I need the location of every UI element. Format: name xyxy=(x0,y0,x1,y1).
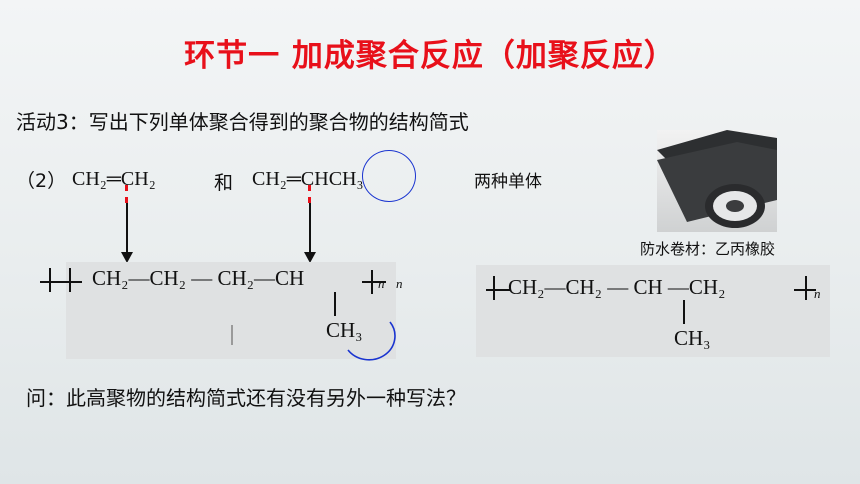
bracket-right xyxy=(794,276,816,300)
polymer-box-right xyxy=(476,265,830,357)
bracket-left xyxy=(40,268,82,292)
polymer-left-branch: CH₃ xyxy=(326,318,363,342)
polymer-right-chain: CH₂—CH₂ — CH —CH₂ xyxy=(508,275,726,299)
arrow-head xyxy=(304,252,316,263)
waterproof-roll-photo xyxy=(657,130,777,232)
highlight-circle xyxy=(362,150,416,202)
arrow-head xyxy=(121,252,133,263)
highlight-arc xyxy=(347,321,396,361)
arrow-down xyxy=(309,203,311,253)
cursor-mark xyxy=(231,325,233,345)
and-word: 和 xyxy=(214,172,234,194)
polymer-left-chain: CH₂—CH₂ — CH₂—CH xyxy=(92,266,305,290)
polymer-right-branch: CH₃ xyxy=(674,326,711,350)
two-monomers-label: 两种单体 xyxy=(474,172,542,192)
item-label: （2） xyxy=(16,170,67,192)
bracket-right xyxy=(362,270,386,294)
polymer-right-n: n xyxy=(814,286,821,301)
photo-caption: 防水卷材：乙丙橡胶 xyxy=(640,240,776,258)
slide-title: 环节一 加成聚合反应（加聚反应） xyxy=(184,38,676,74)
branch-bond xyxy=(683,300,685,324)
activity-text: 活动3：写出下列单体聚合得到的聚合物的结构简式 xyxy=(16,110,469,134)
bond-break-marker xyxy=(308,185,311,203)
polymer-left-n-extra: n xyxy=(396,276,403,291)
arrow-down xyxy=(126,203,128,253)
bond-break-marker xyxy=(125,185,128,203)
bracket-left xyxy=(486,276,510,300)
question-text: 问：此高聚物的结构简式还有没有另外一种写法？ xyxy=(26,386,466,410)
branch-bond xyxy=(334,292,336,316)
monomer-propylene: CH₂═CHCH₃ xyxy=(252,168,364,190)
monomer-ethylene: CH₂═CH₂ xyxy=(72,168,156,190)
polymer-left-n: n xyxy=(378,276,385,291)
